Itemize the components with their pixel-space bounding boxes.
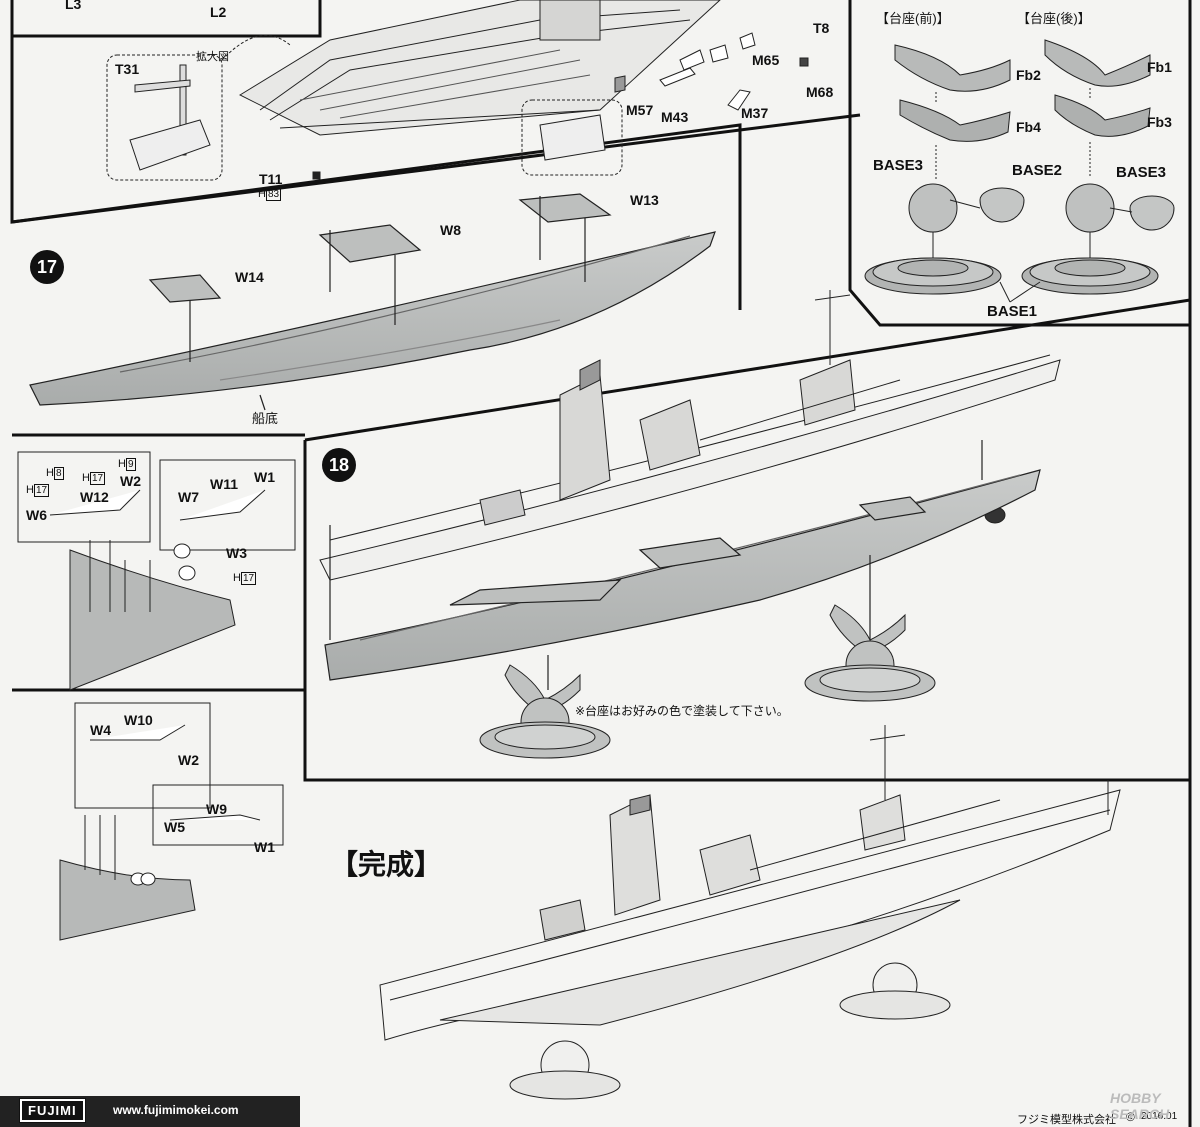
top-ship-partial: [238, 0, 721, 136]
label-w4: W4: [90, 722, 111, 738]
label-w12-a: W12: [80, 489, 109, 505]
label-m43: M43: [661, 109, 689, 125]
label-l2: L2: [210, 4, 227, 20]
label-base3-right: BASE3: [1116, 164, 1167, 181]
label-w2-b: W2: [178, 752, 199, 768]
label-fb4: Fb4: [1016, 119, 1041, 135]
label-w7: W7: [178, 489, 199, 505]
label-m65: M65: [752, 52, 780, 68]
label-w6: W6: [26, 507, 47, 523]
label-fb2: Fb2: [1016, 67, 1041, 83]
website-link[interactable]: www.fujimimokei.com: [113, 1103, 239, 1117]
stand-front-title: 【台座(前)】: [876, 11, 950, 26]
props-b-art: [59, 702, 284, 941]
stand-parts: [864, 39, 1175, 303]
props-a-art: [17, 451, 296, 691]
label-hull-bottom: 船底: [252, 411, 279, 426]
step-18-badge: 18: [322, 448, 356, 482]
step-17-badge: 17: [30, 250, 64, 284]
label-m68: M68: [806, 84, 834, 100]
label-base3-left: BASE3: [873, 157, 924, 174]
label-m57: M57: [626, 102, 654, 118]
label-w11: W11: [210, 476, 239, 492]
watermark: HOBBY SEARCH: [1110, 1090, 1170, 1122]
label-m37: M37: [741, 105, 769, 121]
label-l3: L3: [65, 0, 82, 12]
step18-ship-upper: [319, 290, 1061, 581]
panel-borders: [10, 0, 1192, 1127]
label-w14: W14: [235, 269, 264, 285]
stand-paint-note: ※台座はお好みの色で塗装して下さい。: [575, 704, 789, 718]
label-w10: W10: [124, 712, 153, 728]
label-base1: BASE1: [987, 303, 1038, 320]
label-w1-a: W1: [254, 469, 275, 485]
completed-title: 【完成】: [330, 848, 443, 881]
label-t8: T8: [813, 20, 830, 36]
label-fb3: Fb3: [1147, 114, 1172, 130]
label-fb1: Fb1: [1147, 59, 1172, 75]
label-w3: W3: [226, 545, 247, 561]
date-code: 2016.01: [1141, 1111, 1178, 1122]
completed-ship-art: [379, 725, 1121, 1100]
company-name: フジミ模型株式会社: [1017, 1114, 1116, 1126]
label-w8: W8: [440, 222, 461, 238]
label-t31: T31: [115, 61, 140, 77]
label-t11: T11: [259, 171, 283, 187]
label-kakudai: 拡大図: [196, 51, 229, 63]
label-w2-a: W2: [120, 473, 141, 489]
label-w9: W9: [206, 801, 227, 817]
step18-stands: [479, 604, 936, 759]
stand-rear-title: 【台座(後)】: [1017, 11, 1091, 26]
label-w5: W5: [164, 819, 185, 835]
label-base2: BASE2: [1012, 162, 1063, 179]
small-parts-top: [312, 32, 809, 180]
step18-hull: [324, 440, 1041, 690]
copyright-mark: ©: [1126, 1110, 1135, 1124]
step17-hull: [29, 193, 716, 411]
label-w1-b: W1: [254, 839, 275, 855]
label-w13: W13: [630, 192, 659, 208]
fujimi-logo: FUJIMI: [19, 1098, 86, 1123]
